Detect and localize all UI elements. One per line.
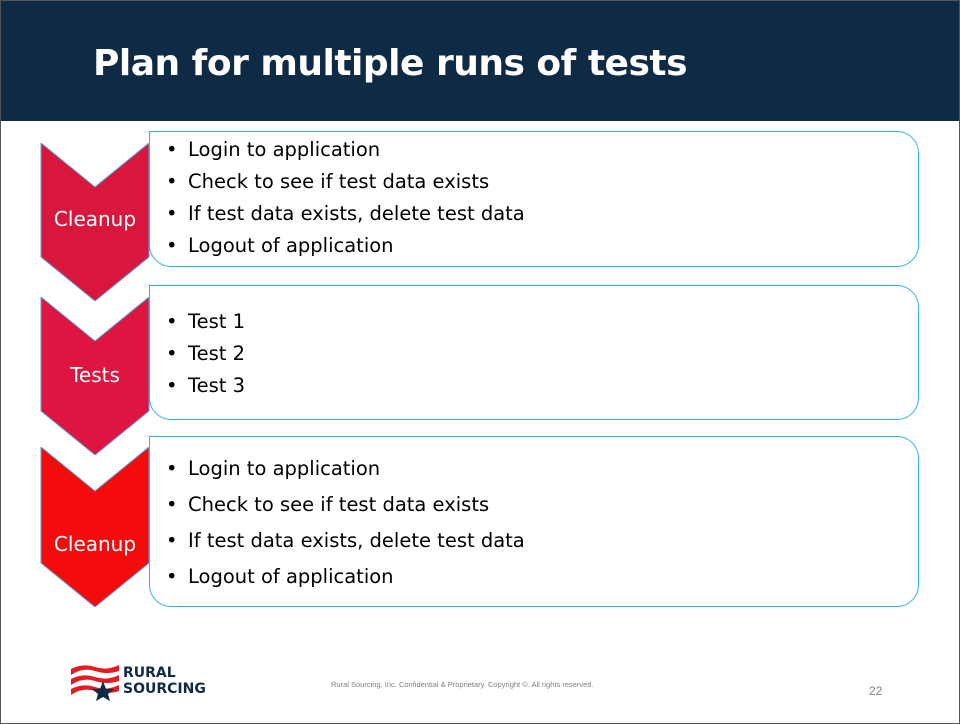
chevron-cleanup-1: Cleanup xyxy=(39,143,151,301)
step-box-cleanup-1: Login to application Check to see if tes… xyxy=(149,131,919,267)
list-item: Login to application xyxy=(150,134,918,166)
list-item: Login to application xyxy=(150,451,918,487)
company-logo: RURAL SOURCING xyxy=(69,661,219,707)
list-item: Logout of application xyxy=(150,559,918,595)
page-number: 22 xyxy=(869,684,883,698)
logo-line-2: SOURCING xyxy=(123,681,206,697)
step-box-tests: Test 1 Test 2 Test 3 xyxy=(149,285,919,420)
chevron-cleanup-2: Cleanup xyxy=(39,447,151,607)
flag-logo-icon xyxy=(71,665,119,701)
list-item: If test data exists, delete test data xyxy=(150,198,918,230)
confidential-notice: Rural Sourcing, Inc. Confidential & Prop… xyxy=(331,680,594,689)
list-item: Test 1 xyxy=(150,306,918,338)
slide-title: Plan for multiple runs of tests xyxy=(93,43,688,84)
list-item: Test 2 xyxy=(150,338,918,370)
list-item: Logout of application xyxy=(150,230,918,262)
list-item: Check to see if test data exists xyxy=(150,166,918,198)
step-box-cleanup-2: Login to application Check to see if tes… xyxy=(149,436,919,607)
chevron-tests: Tests xyxy=(39,297,151,455)
chevron-shape-icon xyxy=(40,297,150,455)
chevron-shape-icon xyxy=(40,143,150,301)
chevron-label: Tests xyxy=(70,363,120,387)
list-item: Check to see if test data exists xyxy=(150,487,918,523)
list-item: If test data exists, delete test data xyxy=(150,523,918,559)
title-bar: Plan for multiple runs of tests xyxy=(1,1,959,121)
logo-wordmark: RURAL SOURCING xyxy=(123,665,206,697)
list-item: Test 3 xyxy=(150,370,918,402)
chevron-label: Cleanup xyxy=(53,207,137,231)
chevron-shape-icon xyxy=(40,447,150,607)
logo-line-1: RURAL xyxy=(123,665,176,681)
chevron-label: Cleanup xyxy=(53,532,137,556)
